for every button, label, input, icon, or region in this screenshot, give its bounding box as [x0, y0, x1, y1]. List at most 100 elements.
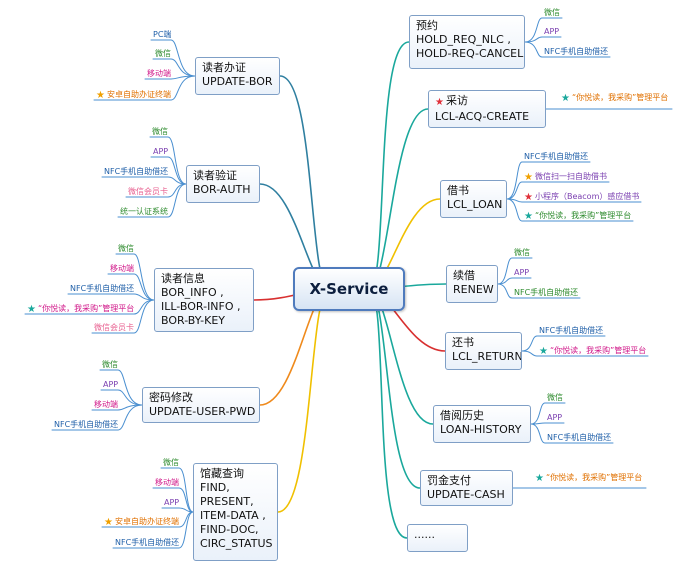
connector-line	[524, 17, 543, 43]
leaf-item[interactable]: ★小程序（Beacom）感应借书	[524, 191, 639, 203]
leaf-item[interactable]: ★“你悦读，我采购”管理平台	[539, 345, 646, 357]
leaf-item[interactable]: APP	[544, 26, 559, 37]
leaf-label: 统一认证系统	[120, 207, 168, 216]
star-icon: ★	[561, 93, 570, 104]
leaf-label: APP	[544, 27, 560, 36]
leaf-item[interactable]: 微信	[152, 126, 168, 137]
star-icon: ★	[104, 517, 113, 528]
leaf-item[interactable]: ★微信扫一扫自助借书	[524, 171, 607, 183]
leaf-item[interactable]: ★“你悦读，我采购”管理平台	[535, 472, 642, 484]
node-line-text: FIND-DOC,	[200, 523, 259, 536]
leaf-label: 微信	[118, 244, 134, 253]
node-line-text: BOR_INFO ,	[161, 286, 224, 299]
center-label: X-Service	[309, 280, 389, 298]
node-title: 借阅历史	[440, 409, 524, 423]
node-line-text: 读者验证	[193, 169, 237, 182]
leaf-item[interactable]: ★安卓自助办证终端	[104, 516, 179, 528]
branch-node-more[interactable]: ......	[407, 524, 468, 552]
leaf-label: NFC手机自助借还	[514, 288, 579, 297]
leaf-label: 微信会员卡	[94, 323, 134, 332]
leaf-item[interactable]: ★安卓自助办证终端	[96, 89, 171, 101]
star-icon: ★	[539, 346, 548, 357]
leaf-item[interactable]: NFC手机自助借还	[115, 537, 179, 548]
leaf-item[interactable]: NFC手机自助借还	[544, 46, 608, 57]
connector-line	[117, 404, 143, 431]
leaf-item[interactable]: 微信	[118, 243, 134, 254]
leaf-item[interactable]: APP	[547, 412, 562, 423]
star-icon: ★	[27, 304, 36, 315]
leaf-item[interactable]: 微信	[163, 457, 179, 468]
leaf-item[interactable]: 微信会员卡	[128, 186, 168, 197]
leaf-item[interactable]: NFC手机自助借还	[54, 419, 118, 430]
leaf-item[interactable]: 移动端	[147, 68, 171, 79]
leaf-label: APP	[153, 147, 169, 156]
node-api-name: ITEM-DATA ,	[200, 509, 271, 523]
leaf-label: PC端	[153, 30, 172, 39]
leaf-item[interactable]: PC端	[153, 29, 171, 40]
leaf-item[interactable]: 移动端	[110, 263, 134, 274]
leaf-item[interactable]: 微信会员卡	[94, 322, 134, 333]
node-title: 还书	[452, 336, 515, 350]
leaf-item[interactable]: NFC手机自助借还	[547, 432, 611, 443]
connector-line	[279, 75, 330, 290]
node-line-text: 续借	[453, 269, 475, 282]
leaf-label: 微信	[163, 458, 179, 467]
leaf-item[interactable]: 统一认证系统	[120, 206, 168, 217]
leaf-label: APP	[514, 268, 530, 277]
leaf-item[interactable]: NFC手机自助借还	[104, 166, 168, 177]
star-icon: ★	[524, 211, 533, 222]
node-api-name: UPDATE-CASH	[427, 488, 506, 502]
leaf-item[interactable]: APP	[153, 146, 168, 157]
leaf-item[interactable]: NFC手机自助借还	[539, 325, 603, 336]
leaf-item[interactable]: 移动端	[94, 399, 118, 410]
node-line-text: 预约	[416, 19, 438, 32]
connector-line	[368, 41, 410, 290]
node-title: 续借	[453, 269, 491, 283]
leaf-item[interactable]: 微信	[102, 359, 118, 370]
leaf-item[interactable]: ★“你悦读，我采购”管理平台	[561, 92, 668, 104]
leaf-item[interactable]: ★“你悦读，我采购”管理平台	[27, 303, 134, 315]
connector-line	[117, 389, 143, 406]
connector-line	[368, 288, 421, 489]
leaf-label: APP	[164, 498, 180, 507]
leaf-item[interactable]: 微信	[514, 247, 530, 258]
leaf-item[interactable]: NFC手机自助借还	[514, 287, 578, 298]
leaf-item[interactable]: APP	[103, 379, 118, 390]
leaf-item[interactable]: NFC手机自助借还	[524, 151, 588, 162]
leaf-item[interactable]: 移动端	[155, 477, 179, 488]
leaf-item[interactable]: 微信	[544, 7, 560, 18]
node-title: 罚金支付	[427, 474, 506, 488]
node-api-name: HOLD-REQ-CANCEL	[416, 47, 523, 61]
node-api-name: LCL_LOAN	[447, 198, 502, 212]
leaf-label: NFC手机自助借还	[70, 284, 135, 293]
leaf-item[interactable]: NFC手机自助借还	[70, 283, 134, 294]
leaf-item[interactable]: APP	[514, 267, 529, 278]
leaf-label: “你悦读，我采购”管理平台	[571, 93, 669, 102]
center-node-x-service[interactable]: X-Service	[293, 267, 405, 311]
leaf-label: 微信	[155, 49, 171, 58]
node-line-text: LOAN-HISTORY	[440, 423, 522, 436]
node-line-text: ......	[414, 528, 435, 541]
connector-line	[170, 75, 196, 101]
connector-line	[497, 283, 513, 299]
leaf-item[interactable]: APP	[164, 497, 179, 508]
node-line-text: 读者办证	[202, 61, 246, 74]
node-title: 馆藏查询	[200, 467, 271, 481]
leaf-item[interactable]: 微信	[155, 48, 171, 59]
leaf-label: 移动端	[94, 400, 118, 409]
connector-line	[133, 299, 155, 334]
leaf-item[interactable]: ★“你悦读，我采购”管理平台	[524, 210, 631, 222]
leaf-item[interactable]: 微信	[547, 392, 563, 403]
